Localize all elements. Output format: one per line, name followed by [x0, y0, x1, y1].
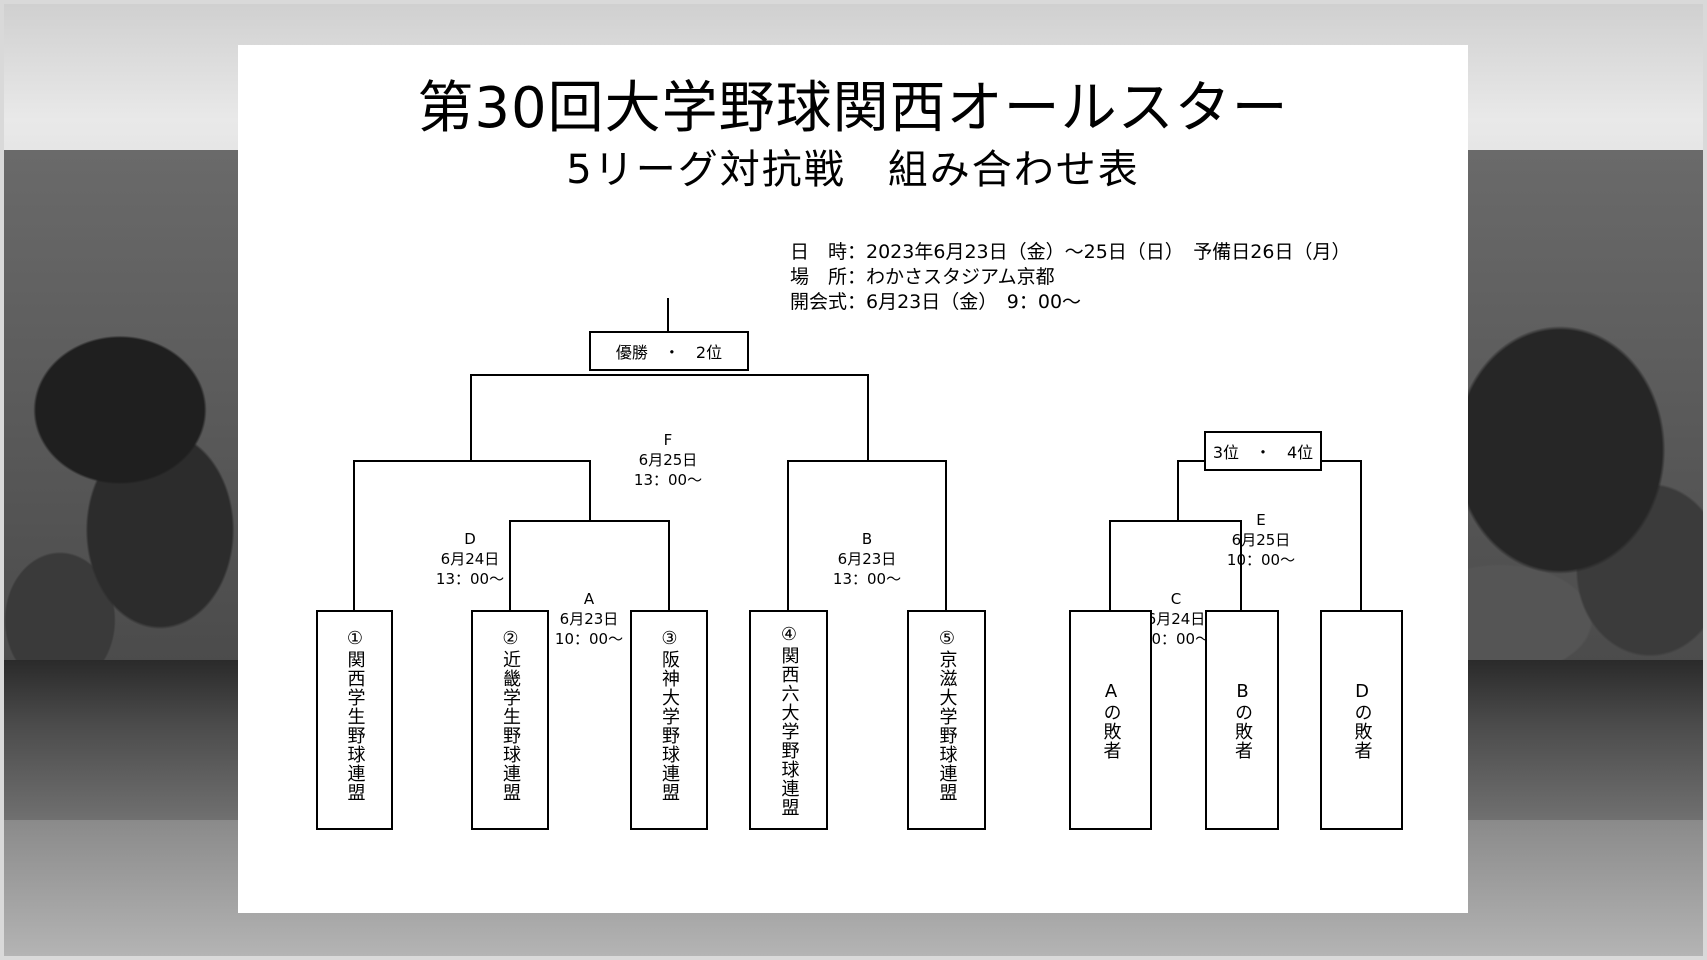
- match-time: 13：00～: [435, 570, 505, 588]
- bracket-line-C: [1109, 520, 1242, 612]
- match-date: 6月23日: [837, 550, 897, 568]
- match-id: D: [464, 530, 476, 548]
- team-box-5: ⑤京滋大学野球連盟: [907, 610, 986, 830]
- team-name: ④関西六大学野球連盟: [778, 624, 800, 817]
- team-box-4: ④関西六大学野球連盟: [749, 610, 828, 830]
- match-time: 10：00～: [554, 630, 624, 648]
- page-title: 第30回大学野球関西オールスター: [417, 76, 1289, 141]
- bracket-line-A: [509, 520, 670, 612]
- loser-label: Dの敗者: [1351, 680, 1373, 760]
- bracket-line-B: [787, 460, 947, 612]
- team-box-2: ②近畿学生野球連盟: [471, 610, 549, 830]
- match-E: E 6月25日 10：00～: [1206, 510, 1316, 570]
- match-date: 6月25日: [1231, 531, 1291, 549]
- info-date: 日 時：2023年6月23日（金）～25日（日） 予備日26日（月）: [790, 241, 1351, 263]
- info-opening: 開会式：6月23日（金） 9：00～: [790, 291, 1082, 313]
- match-time: 10：00～: [1226, 551, 1296, 569]
- team-name: ⑤京滋大学野球連盟: [936, 628, 958, 802]
- match-id: E: [1256, 511, 1266, 529]
- match-date: 6月24日: [440, 550, 500, 568]
- match-time: 10：00～: [1141, 630, 1211, 648]
- match-date: 6月25日: [638, 451, 698, 469]
- bracket-sheet: 第30回大学野球関西オールスター 5リーグ対抗戦 組み合わせ表 日 時：2023…: [238, 45, 1468, 913]
- bracket-lines: [353, 298, 1362, 612]
- match-date: 6月23日: [559, 610, 619, 628]
- match-id: B: [861, 530, 873, 548]
- match-B: B 6月23日 13：00～: [812, 529, 922, 589]
- team-name: ②近畿学生野球連盟: [500, 628, 521, 802]
- third-place-result-box: 3位 ・ 4位: [1204, 431, 1322, 471]
- info-venue: 場 所：わかさスタジアム京都: [790, 266, 1055, 288]
- match-id: F: [663, 431, 673, 449]
- bracket-line-F: [470, 374, 869, 461]
- match-D: D 6月24日 13：00～: [415, 529, 525, 589]
- match-id: C: [1170, 590, 1182, 608]
- team-name: ①関西学生野球連盟: [344, 628, 366, 802]
- loser-box-A: Aの敗者: [1069, 610, 1152, 830]
- bracket-line-D: [353, 460, 591, 612]
- final-result-box: 優勝 ・ 2位: [589, 331, 749, 371]
- loser-box-B: Bの敗者: [1205, 610, 1279, 830]
- team-box-3: ③阪神大学野球連盟: [630, 610, 708, 830]
- match-F: F 6月25日 13：00～: [613, 430, 723, 490]
- match-time: 13：00～: [633, 471, 703, 489]
- loser-label: Bの敗者: [1232, 680, 1253, 760]
- page-subtitle: 5リーグ対抗戦 組み合わせ表: [566, 147, 1140, 193]
- match-A: A 6月23日 10：00～: [534, 589, 644, 649]
- match-C: C 6月24日 10：00～: [1121, 589, 1231, 649]
- loser-box-D: Dの敗者: [1320, 610, 1403, 830]
- match-id: A: [583, 590, 595, 608]
- match-date: 6月24日: [1146, 610, 1206, 628]
- team-box-1: ①関西学生野球連盟: [316, 610, 393, 830]
- loser-label: Aの敗者: [1100, 680, 1122, 760]
- match-time: 13：00～: [832, 570, 902, 588]
- team-name: ③阪神大学野球連盟: [659, 628, 680, 802]
